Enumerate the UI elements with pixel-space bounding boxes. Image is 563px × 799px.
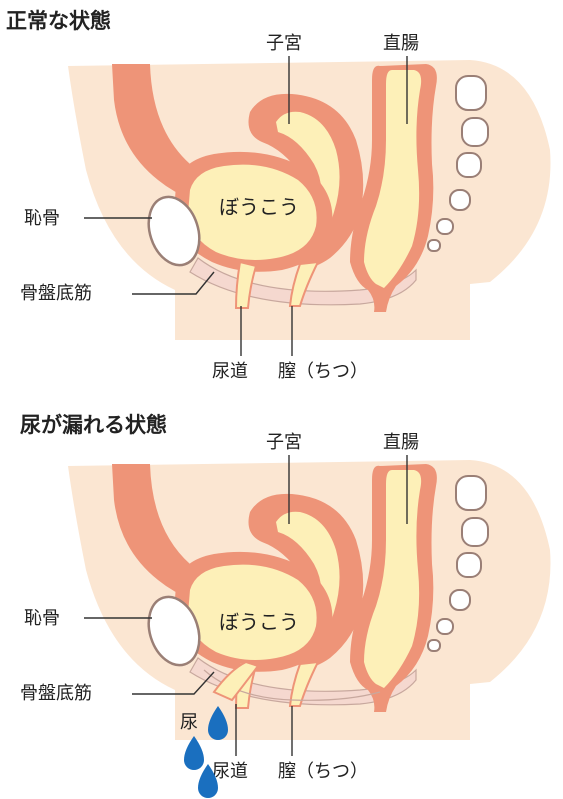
label-uterus: 子宮 bbox=[266, 33, 302, 54]
panel-normal: 正常な状態 子宮 直腸 恥骨 ぼうこう 骨盤底筋 尿道 膣（ちつ） bbox=[6, 9, 552, 382]
label-bladder-2: ぼうこう bbox=[219, 610, 299, 634]
label-vagina: 膣（ちつ） bbox=[278, 361, 368, 382]
urine-drop-icon bbox=[208, 706, 228, 740]
label-pelvic-floor: 骨盤底筋 bbox=[20, 283, 92, 304]
anatomy-normal bbox=[66, 58, 552, 342]
leader-pelvic-floor bbox=[132, 271, 215, 295]
label-urethra: 尿道 bbox=[212, 361, 248, 382]
label-uterus-2: 子宮 bbox=[266, 432, 302, 453]
label-rectum: 直腸 bbox=[383, 33, 419, 54]
label-bladder: ぼうこう bbox=[219, 195, 299, 219]
label-urine: 尿 bbox=[180, 712, 198, 733]
label-pubic-bone: 恥骨 bbox=[24, 208, 60, 229]
urine-drop-icon bbox=[198, 764, 218, 798]
label-vagina-2: 膣（ちつ） bbox=[278, 761, 368, 782]
panel-title-leaking: 尿が漏れる状態 bbox=[20, 413, 167, 437]
label-rectum-2: 直腸 bbox=[383, 432, 419, 453]
anatomy-leaking bbox=[66, 458, 552, 742]
urine-drop-icon bbox=[184, 736, 204, 770]
leader-pelvic-floor-2 bbox=[132, 671, 215, 695]
urine-drops bbox=[184, 706, 228, 798]
panel-title-normal: 正常な状態 bbox=[6, 9, 111, 33]
panel-leaking: 尿が漏れる状態 子宮 直腸 恥骨 ぼうこう 骨盤底筋 尿道 膣（ちつ） 尿 bbox=[20, 413, 552, 798]
label-pelvic-floor-2: 骨盤底筋 bbox=[20, 683, 92, 704]
label-urethra-2: 尿道 bbox=[212, 761, 248, 782]
label-pubic-bone-2: 恥骨 bbox=[24, 608, 60, 629]
